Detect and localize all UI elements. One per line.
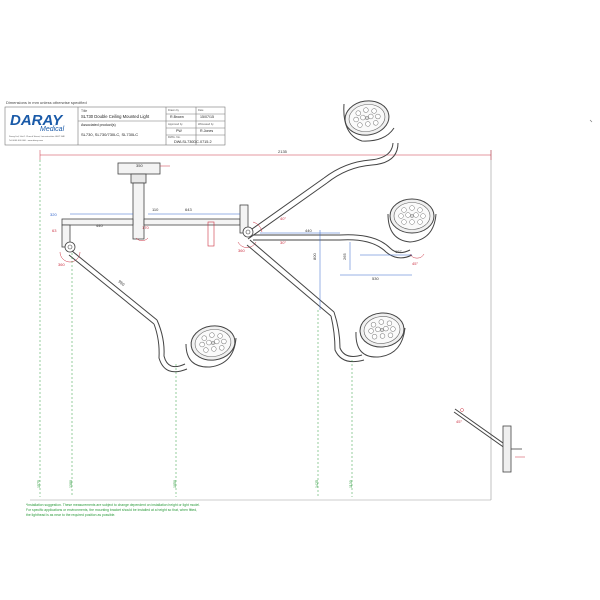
height-1-label: 1575	[37, 480, 41, 488]
assoc-value: SL730, SL730/730LC, SL730LC	[81, 132, 138, 137]
middle-lamp-dimensions: 265 197 530 45°	[340, 242, 425, 281]
angle-left-label: 360	[58, 262, 65, 267]
spring-block	[207, 221, 215, 247]
title-block: DARAY Medical Daray Ltd, Unit 1 Church S…	[4, 106, 226, 146]
witnessed-value: R.Jones	[200, 129, 213, 133]
title-value: SL730 Double Ceiling Mounted Light	[81, 114, 150, 119]
head-drop-label: 265	[342, 253, 347, 260]
install-note-line2: For specific applications or environment…	[26, 508, 197, 512]
brand-logo: DARAY	[10, 112, 64, 129]
angle-right-label: 360	[238, 248, 245, 253]
ceiling-plate-label: 350	[136, 163, 143, 168]
upper-arm: 40° 30° 360	[237, 142, 399, 253]
small-angle2-label: 30°	[280, 240, 286, 245]
approved-value: PW	[176, 129, 182, 133]
height-dimensions: 1575 1380 1050 1425 1130	[37, 160, 353, 497]
arm-left-label: 440	[96, 223, 103, 228]
drawn-value: R.Brown	[170, 115, 184, 119]
overall-width-dimension: 2135	[39, 149, 492, 160]
bottom-right-yoke	[355, 327, 406, 358]
small-angle-label: 40°	[280, 216, 286, 221]
drop-label: 170	[142, 225, 149, 230]
company-contact: Tel 0000 000 000 · www.daray.com	[9, 139, 43, 142]
date-label: Date	[198, 108, 204, 112]
drawn-label: Drawn by	[168, 108, 180, 112]
arm-right2-label: 440	[305, 228, 312, 233]
middle-lamp-yoke	[387, 213, 437, 243]
head-drop2-label: 800	[312, 253, 317, 260]
company-address: Daray Ltd, Unit 1 Church Street, Leicest…	[9, 135, 65, 138]
dwg-label: DWG. No.	[168, 135, 181, 139]
side-b-label: 320	[50, 212, 57, 217]
top-lamphead	[342, 97, 392, 139]
central-pole	[132, 182, 145, 240]
side-view-lamp: 45°	[453, 408, 525, 473]
approved-label: Approved by	[168, 122, 183, 126]
lower-right-arm: 800	[246, 230, 365, 363]
angle-head-label: 45°	[412, 261, 418, 266]
header-note: Dimensions in mm unless otherwise specif…	[6, 100, 87, 105]
side-a-label: 63	[52, 228, 57, 233]
arm-center-label: 110	[152, 207, 159, 212]
height-3-label: 1050	[173, 480, 177, 488]
arm-lower-label: 950	[117, 279, 126, 288]
install-note-line1: *Installation suggestion. These measurem…	[26, 503, 200, 507]
top-lamp-yoke	[343, 103, 395, 142]
angle-head2-label: 45°	[456, 419, 462, 424]
install-note-line3: the lighthead is as near to the required…	[26, 513, 115, 517]
middle-right-arm: 440	[253, 228, 413, 259]
bottom-right-lamphead	[358, 310, 406, 350]
height-2-label: 1380	[69, 480, 73, 488]
right-arm: 643 110	[143, 204, 249, 234]
overall-width-label: 2135	[278, 149, 288, 154]
brand-sub-logo: Medical	[40, 126, 65, 133]
title-label: Title	[81, 109, 87, 113]
ceiling-mount: 350	[117, 162, 170, 184]
center-angle-marks: 170 360 63 320	[50, 212, 149, 267]
height-4-label: 1425	[315, 480, 319, 488]
dwg-value: DWLSL730DC.0715.2	[174, 140, 212, 144]
witnessed-label: Witnessed by	[198, 122, 214, 126]
bottom-left-yoke	[185, 337, 237, 368]
date-value: 15/07/15	[200, 115, 214, 119]
middle-right-lamphead	[389, 198, 435, 234]
lower-left-arm: 950	[68, 250, 188, 373]
height-5-label: 1130	[349, 480, 353, 488]
lamp-offset-label: 197	[395, 249, 402, 254]
lamp-width-label: 530	[372, 276, 379, 281]
edge-tick	[589, 119, 593, 123]
left-arm: 440	[61, 213, 134, 253]
assoc-label: Associated product(s)	[81, 123, 116, 127]
arm-right-label: 643	[185, 207, 192, 212]
